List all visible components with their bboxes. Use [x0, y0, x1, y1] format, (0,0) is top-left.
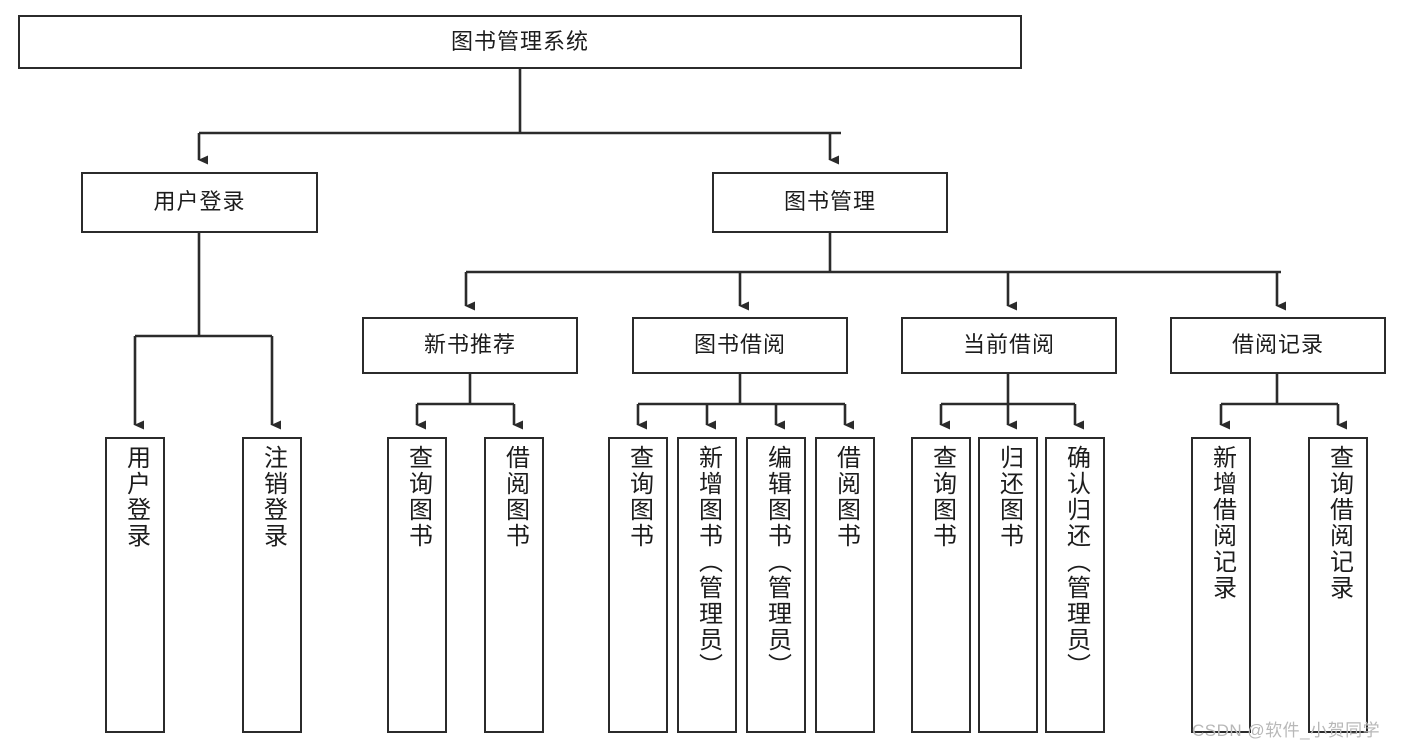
leaf-book-borrow-query[interactable]: 查询图书	[608, 437, 668, 733]
node-new-book-recommend[interactable]: 新书推荐	[362, 317, 578, 374]
node-label: 新增图书（管理员）	[694, 445, 722, 679]
leaf-book-borrow-borrow[interactable]: 借阅图书	[815, 437, 875, 733]
node-label: 用户登录	[153, 189, 246, 215]
leaf-new-book-borrow[interactable]: 借阅图书	[484, 437, 544, 733]
node-label: 注销登录	[259, 445, 287, 549]
csdn-watermark: CSDN @软件_小贺同学	[1192, 721, 1381, 740]
node-label: 用户登录	[122, 445, 150, 549]
node-label: 查询借阅记录	[1325, 445, 1353, 601]
node-book-borrow[interactable]: 图书借阅	[632, 317, 848, 374]
node-label: 确认归还（管理员）	[1062, 445, 1090, 679]
leaf-book-borrow-add[interactable]: 新增图书（管理员）	[677, 437, 737, 733]
node-root-library-system[interactable]: 图书管理系统	[18, 15, 1022, 69]
node-label: 图书管理	[783, 189, 876, 215]
node-label: 新增借阅记录	[1208, 445, 1236, 601]
node-user-login[interactable]: 用户登录	[81, 172, 318, 233]
leaf-new-book-query[interactable]: 查询图书	[387, 437, 447, 733]
leaf-current-borrow-return[interactable]: 归还图书	[978, 437, 1038, 733]
node-label: 借阅图书	[501, 445, 529, 549]
leaf-current-borrow-query[interactable]: 查询图书	[911, 437, 971, 733]
node-label: 归还图书	[995, 445, 1023, 549]
leaf-book-borrow-edit[interactable]: 编辑图书（管理员）	[746, 437, 806, 733]
node-label: 新书推荐	[423, 332, 516, 358]
leaf-user-login-logout[interactable]: 注销登录	[242, 437, 302, 733]
leaf-current-borrow-confirm-return[interactable]: 确认归还（管理员）	[1045, 437, 1105, 733]
node-label: 当前借阅	[962, 332, 1055, 358]
node-label: 图书管理系统	[450, 28, 589, 54]
node-label: 查询图书	[404, 445, 432, 549]
node-current-borrow[interactable]: 当前借阅	[901, 317, 1117, 374]
node-label: 借阅图书	[832, 445, 860, 549]
node-label: 编辑图书（管理员）	[763, 445, 791, 679]
node-label: 查询图书	[625, 445, 653, 549]
node-label: 图书借阅	[693, 332, 786, 358]
leaf-user-login-login[interactable]: 用户登录	[105, 437, 165, 733]
node-borrow-record[interactable]: 借阅记录	[1170, 317, 1386, 374]
node-book-management[interactable]: 图书管理	[712, 172, 948, 233]
node-label: 借阅记录	[1231, 332, 1324, 358]
node-label: 查询图书	[928, 445, 956, 549]
leaf-borrow-record-add[interactable]: 新增借阅记录	[1191, 437, 1251, 733]
leaf-borrow-record-query[interactable]: 查询借阅记录	[1308, 437, 1368, 733]
